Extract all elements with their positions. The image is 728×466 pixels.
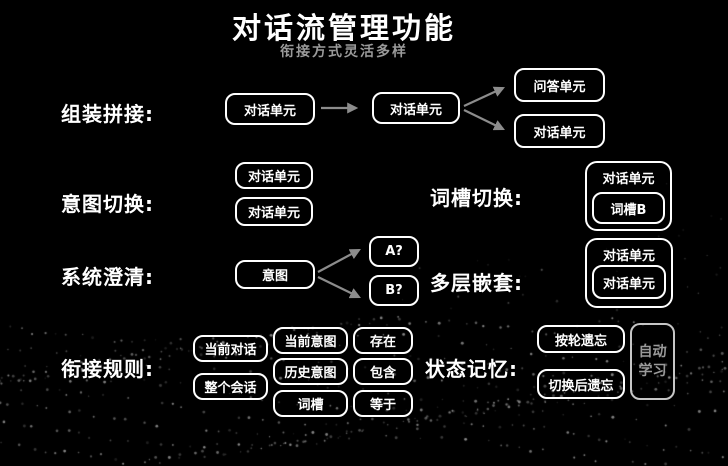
branch-arrow-up-icon [463,86,505,107]
rule-operator-box: 包含 [353,358,413,385]
slot-switch-row-label: 词槽切换: [430,186,523,210]
assemble-row-label: 组装拼接: [61,102,154,126]
branch-arrow-down-icon [317,276,361,299]
rule-operator-box: 存在 [353,327,413,354]
page-title: 对话流管理功能 [231,11,456,45]
nesting-row-label: 多层嵌套: [430,271,523,295]
intent-box: 意图 [235,260,315,289]
rules-row-label: 衔接规则: [61,357,154,381]
branch-arrow-up-icon [317,248,361,273]
rule-subject-box: 当前意图 [273,327,348,354]
slot-inner-box: 词槽B [592,192,665,224]
rule-scope-box: 当前对话 [193,335,268,362]
dialog-unit-box: 对话单元 [235,162,313,189]
rule-subject-box: 词槽 [273,390,348,417]
option-b-box: B? [369,275,419,306]
dialog-unit-box: 对话单元 [235,197,313,226]
dialog-unit-box: 对话单元 [372,92,460,124]
dialog-unit-outer-box: 对话单元 词槽B [585,161,672,231]
rule-operator-box: 等于 [353,390,413,417]
qa-unit-box: 问答单元 [514,68,605,102]
memory-option-box: 按轮遗忘 [537,325,625,353]
dialog-unit-label: 对话单元 [602,249,655,264]
dialog-unit-box: 对话单元 [225,93,315,125]
memory-row-label: 状态记忆: [425,357,518,381]
rule-subject-box: 历史意图 [273,358,348,385]
auto-learn-box: 自动学习 [630,323,675,400]
dialog-unit-inner-box: 对话单元 [592,265,666,299]
rule-scope-box: 整个会话 [193,373,268,400]
intent-switch-row-label: 意图切换: [61,192,154,216]
option-a-box: A? [369,236,419,267]
system-clarify-row-label: 系统澄清: [61,265,154,289]
dialog-unit-label: 对话单元 [602,172,655,187]
branch-arrow-down-icon [463,109,505,131]
page-subtitle: 衔接方式灵活多样 [280,44,408,60]
dialog-unit-outer-box: 对话单元 对话单元 [585,238,673,308]
memory-option-box: 切换后遗忘 [537,369,625,399]
dialog-unit-box: 对话单元 [514,114,605,148]
